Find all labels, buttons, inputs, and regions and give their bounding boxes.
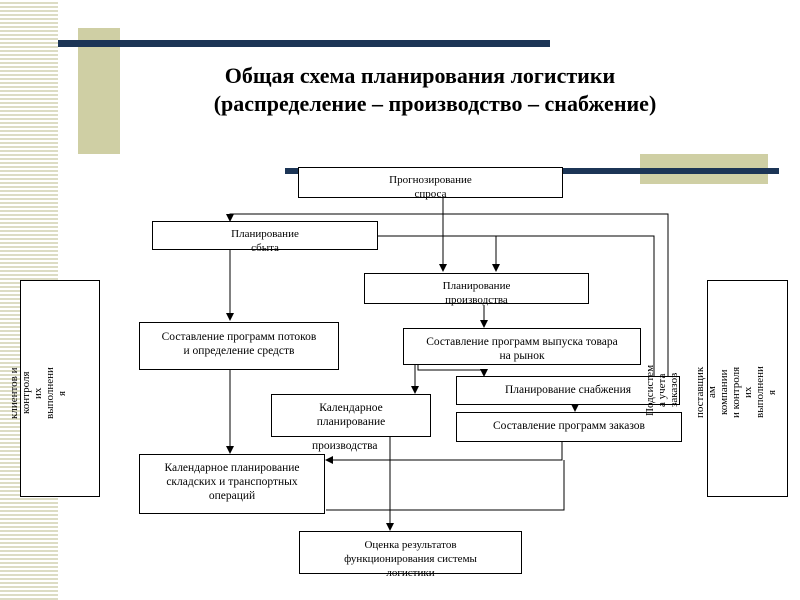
title-accent-bar [58, 40, 550, 47]
link-forecast-to-sales [226, 213, 669, 222]
title-line-1: Общая схема планирования логистики [224, 63, 616, 88]
link-release-to-supply [417, 365, 488, 377]
title-line-2: (распределение – производство – снабжени… [213, 91, 657, 116]
deco-block-top-left [78, 28, 120, 154]
box-order-programs: Составление программ заказов [456, 412, 682, 442]
link-orders-to-warehouse [325, 442, 563, 464]
box-supply-planning: Планирование снабжения [456, 376, 680, 405]
link-feedback-loop [326, 460, 565, 511]
left-panel [20, 280, 100, 497]
right-panel [707, 280, 788, 497]
page-title: Общая схема планирования логистики (расп… [120, 62, 720, 118]
production-scheduling-label-tail: производства [312, 440, 378, 452]
link-sales-to-production [378, 235, 655, 390]
left-panel-text: клиентов и контроля их выполнени я [8, 367, 68, 419]
right-panel-text: поставщик ам компании и контроля их выпо… [694, 366, 778, 418]
order-subsystem-label: Подсистем а учета заказов [644, 364, 680, 416]
